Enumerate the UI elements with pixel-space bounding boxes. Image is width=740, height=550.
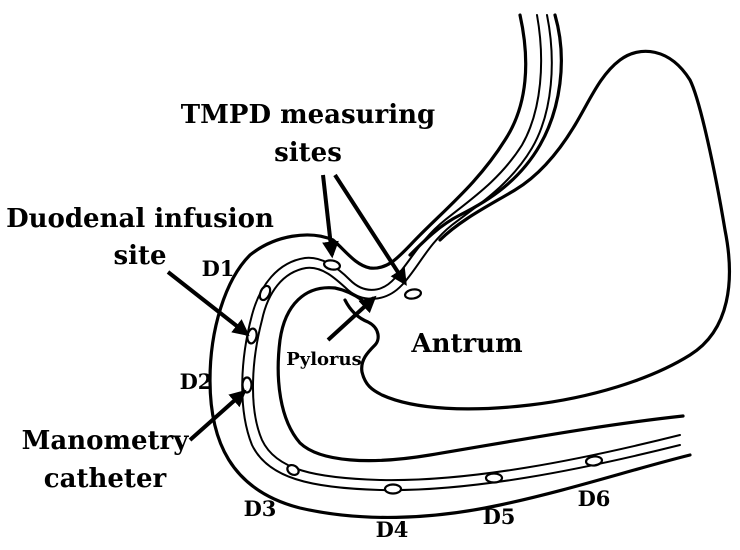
manometry-port-d4 [385, 485, 401, 494]
inner-duodenal-wall [278, 288, 683, 461]
tmpd-port-1 [323, 259, 340, 271]
arrow-pylorus [328, 298, 374, 340]
label-manometry-line1: Manometry [22, 426, 190, 456]
label-d6: D6 [578, 486, 611, 511]
label-d1: D1 [202, 256, 235, 281]
manometry-port-d2 [243, 378, 252, 393]
label-infusion-line2: site [113, 241, 166, 271]
tmpd-port-2 [404, 288, 421, 300]
manometry-port-d5 [486, 474, 502, 483]
manometry-port-d6 [586, 456, 603, 467]
catheter-line-1 [242, 15, 680, 490]
arrow-tmpd-site-1 [323, 175, 332, 255]
label-infusion-line1: Duodenal infusion [6, 204, 274, 234]
manometry-port-d1 [258, 284, 272, 301]
label-manometry-line2: catheter [44, 464, 167, 494]
arrow-infusion-site [168, 272, 247, 334]
label-pylorus: Pylorus [286, 349, 362, 370]
label-antrum: Antrum [410, 329, 522, 359]
label-d5: D5 [483, 504, 516, 529]
label-d3: D3 [244, 496, 277, 521]
label-tmpd-line2: sites [274, 138, 342, 168]
label-tmpd-line1: TMPD measuring [181, 100, 435, 130]
label-d4: D4 [376, 517, 409, 542]
label-d2: D2 [180, 369, 213, 394]
